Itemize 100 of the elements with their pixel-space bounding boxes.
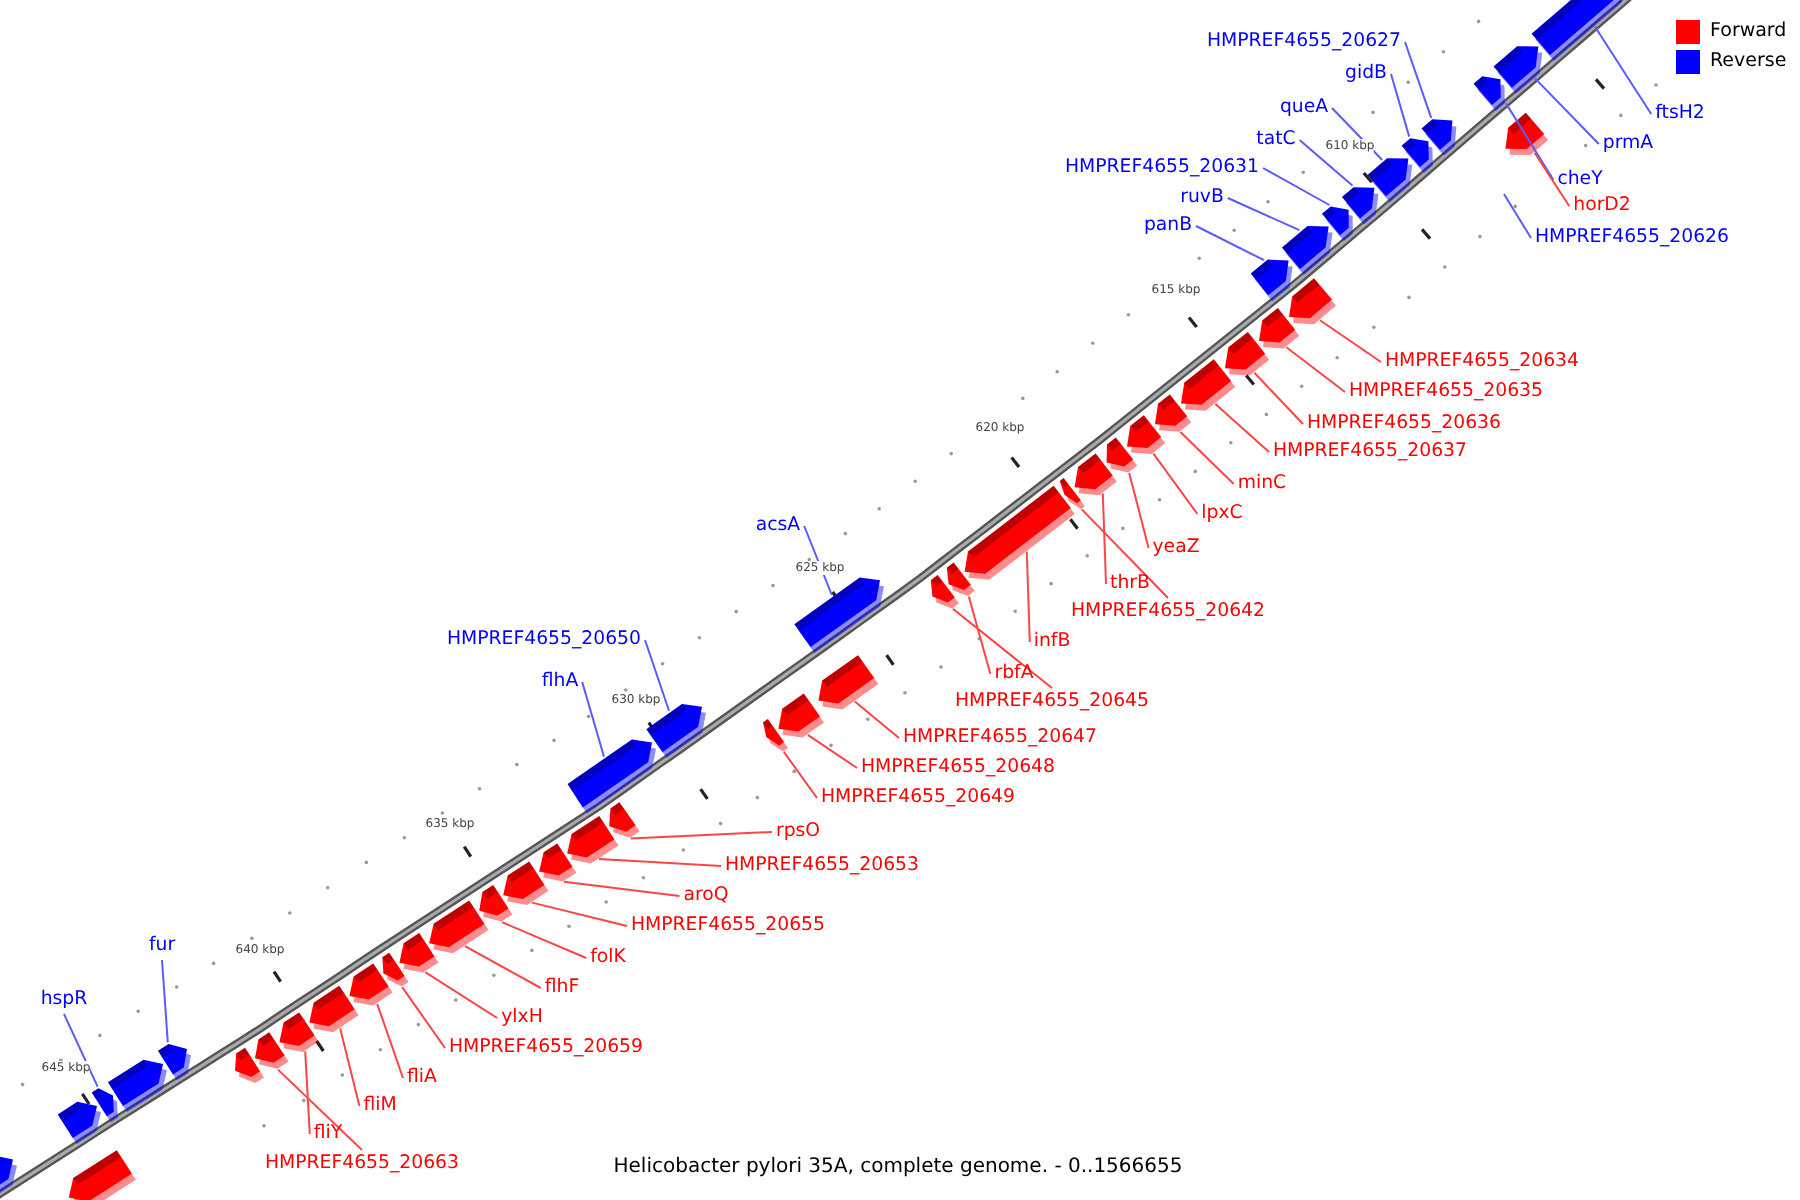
gene-label: HMPREF4655_20659 [449, 1036, 643, 1060]
gene-block [1282, 226, 1333, 275]
gene-block [1127, 415, 1166, 454]
leader-line [63, 1013, 99, 1088]
legend-label: Forward [1710, 18, 1787, 44]
gene-label: fliY [313, 1122, 343, 1146]
leader-line [464, 945, 542, 989]
leader-line [1533, 151, 1571, 207]
gene-block [567, 739, 656, 814]
gene-label: prmA [1602, 132, 1654, 156]
gene-block [1106, 437, 1138, 473]
gene-block [429, 900, 489, 954]
leader-line [1285, 346, 1346, 393]
leader-line [1179, 431, 1235, 485]
gene-label: HMPREF4655_20663 [265, 1152, 459, 1176]
leader-line [1319, 319, 1382, 363]
gene-label: HMPREF4655_20634 [1385, 350, 1579, 374]
gene-label: cheY [1557, 168, 1603, 192]
gene-label: HMPREF4655_20645 [955, 690, 1149, 714]
gene-block [108, 1059, 167, 1112]
caption: Helicobacter pylori 35A, complete genome. - 0..1566655 [613, 1156, 1183, 1180]
gene-label: ruvB [1180, 186, 1224, 210]
leader-line [951, 607, 1053, 689]
leader-line [1298, 139, 1354, 187]
gene-block [1074, 453, 1117, 496]
gene-label: infB [1033, 630, 1071, 654]
gene-block [794, 577, 884, 653]
gene-label: HMPREF4655_20649 [821, 786, 1015, 810]
gene-label: HMPREF4655_20655 [631, 914, 825, 938]
gene-label: HMPREF4655_20627 [1207, 30, 1401, 54]
gene-label: HMPREF4655_20635 [1349, 380, 1543, 404]
leader-line [1128, 472, 1150, 549]
gene-block [503, 861, 549, 905]
gene-block [763, 719, 788, 752]
gene-label: HMPREF4655_20653 [725, 854, 919, 878]
gene-block [646, 704, 706, 758]
leader-line [563, 880, 681, 897]
gene-label: hspR [40, 988, 88, 1012]
leader-line [401, 986, 446, 1049]
gene-label: rbfA [994, 662, 1034, 686]
gene-block [1342, 187, 1379, 225]
leader-line [1195, 225, 1265, 262]
gene-label: ylxH [501, 1006, 543, 1030]
gene-label: fliM [363, 1094, 397, 1118]
leader-line [304, 1050, 311, 1135]
legend-label: Reverse [1710, 48, 1787, 74]
leader-line [1226, 197, 1301, 232]
leader-line [1503, 193, 1532, 239]
leader-line [1505, 102, 1555, 181]
leader-line [1101, 492, 1107, 585]
leader-line [501, 921, 588, 959]
gene-label: rpsO [775, 820, 821, 844]
leader-line [1390, 73, 1411, 138]
gene-block [567, 816, 619, 864]
leader-line [161, 959, 169, 1044]
leader-line [277, 1068, 363, 1151]
gene-block [1181, 359, 1236, 411]
gene-label: gidB [1345, 62, 1387, 86]
leader-line [1594, 25, 1653, 115]
leader-line [1253, 371, 1304, 425]
leader-line [1152, 452, 1199, 515]
gene-block [946, 562, 975, 596]
gene-block [1155, 394, 1192, 432]
gene-label: thrB [1110, 572, 1150, 596]
leader-line [1025, 550, 1031, 643]
leader-line [1214, 403, 1270, 453]
gene-block [1225, 332, 1270, 376]
gene-label: flhF [544, 976, 580, 1000]
leader-line [1534, 77, 1600, 145]
gene-label: queA [1279, 96, 1329, 120]
gene-label: HMPREF4655_20626 [1535, 226, 1729, 250]
gene-label: panB [1143, 214, 1193, 238]
gene-block [68, 1150, 136, 1200]
gene-label: yeaZ [1152, 536, 1200, 560]
gene-block [1493, 46, 1543, 94]
gene-block [1322, 206, 1353, 242]
gene-label: tatC [1256, 128, 1296, 152]
gene-block [1250, 259, 1293, 302]
gene-label: flhA [541, 670, 579, 694]
gene-block [1259, 308, 1300, 349]
gene-block [818, 655, 879, 710]
leader-line [581, 681, 605, 758]
leader-line [644, 639, 670, 712]
gene-block [1531, 0, 1625, 61]
gene-block [279, 1012, 319, 1052]
gene-block [1505, 112, 1549, 155]
gene-block [964, 485, 1075, 580]
leader-line [598, 858, 722, 867]
leader-line [629, 831, 773, 840]
gene-block [778, 693, 824, 738]
gene-label: HMPREF4655_20647 [903, 726, 1097, 750]
gene-label: HMPREF4655_20648 [861, 756, 1055, 780]
gene-block [158, 1044, 191, 1081]
gene-label: acsA [755, 514, 801, 538]
gene-block [235, 1047, 264, 1083]
gene-block [1289, 278, 1336, 325]
gene-block [609, 802, 640, 838]
gene-label: horD2 [1573, 194, 1631, 218]
gene-block [479, 885, 513, 922]
leader-line [806, 733, 858, 769]
